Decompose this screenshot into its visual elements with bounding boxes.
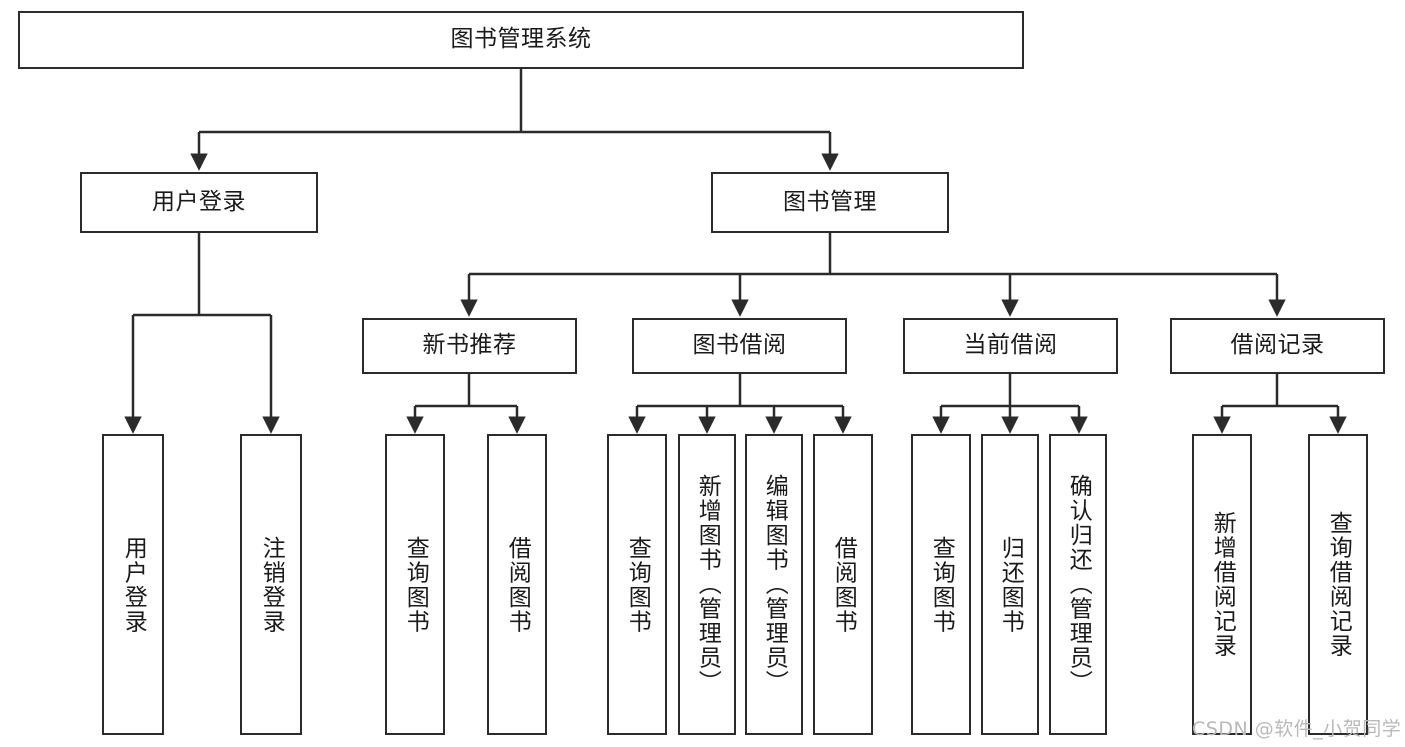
node-leaf-query-record[interactable]: 查询借阅记录 xyxy=(1308,434,1368,735)
node-leaf-add-record[interactable]: 新增借阅记录 xyxy=(1192,434,1252,735)
node-leaf-query-book-3-label: 查询图书 xyxy=(928,535,955,634)
node-leaf-user-login[interactable]: 用户登录 xyxy=(102,434,164,735)
node-root[interactable]: 图书管理系统 xyxy=(18,11,1024,69)
node-leaf-query-book-2[interactable]: 查询图书 xyxy=(607,434,667,735)
node-leaf-borrow-book-2-label: 借阅图书 xyxy=(830,535,857,634)
node-leaf-query-book-2-label: 查询图书 xyxy=(624,535,651,634)
node-leaf-query-book-1[interactable]: 查询图书 xyxy=(385,434,445,735)
node-borrow-record-label: 借阅记录 xyxy=(1230,332,1325,359)
node-leaf-edit-book[interactable]: 编辑图书（管理员） xyxy=(745,434,803,735)
node-book-manage[interactable]: 图书管理 xyxy=(711,172,949,233)
node-leaf-user-logout-label: 注销登录 xyxy=(258,535,285,634)
node-new-book-rec[interactable]: 新书推荐 xyxy=(362,318,577,374)
node-leaf-add-book[interactable]: 新增图书（管理员） xyxy=(678,434,736,735)
node-leaf-query-record-label: 查询借阅记录 xyxy=(1325,511,1352,658)
node-leaf-confirm-return[interactable]: 确认归还（管理员） xyxy=(1049,434,1107,735)
node-leaf-borrow-book-1[interactable]: 借阅图书 xyxy=(487,434,547,735)
node-leaf-return-book-label: 归还图书 xyxy=(997,535,1024,634)
node-leaf-user-logout[interactable]: 注销登录 xyxy=(240,434,302,735)
node-leaf-add-book-label: 新增图书（管理员） xyxy=(694,474,721,695)
node-user-login[interactable]: 用户登录 xyxy=(80,172,318,233)
node-leaf-query-book-3[interactable]: 查询图书 xyxy=(911,434,971,735)
node-leaf-return-book[interactable]: 归还图书 xyxy=(981,434,1039,735)
node-leaf-borrow-book-1-label: 借阅图书 xyxy=(504,535,531,634)
node-book-borrow[interactable]: 图书借阅 xyxy=(632,318,847,374)
node-borrow-record[interactable]: 借阅记录 xyxy=(1170,318,1385,374)
node-leaf-query-book-1-label: 查询图书 xyxy=(402,535,429,634)
node-leaf-confirm-return-label: 确认归还（管理员） xyxy=(1065,474,1092,695)
node-book-borrow-label: 图书借阅 xyxy=(692,332,787,359)
watermark: CSDN @软件_小贺同学 xyxy=(1192,718,1402,740)
node-root-label: 图书管理系统 xyxy=(450,26,592,53)
node-current-borrow[interactable]: 当前借阅 xyxy=(903,318,1118,374)
node-leaf-edit-book-label: 编辑图书（管理员） xyxy=(761,474,788,695)
node-user-login-label: 用户登录 xyxy=(152,188,246,215)
node-leaf-user-login-label: 用户登录 xyxy=(120,535,147,634)
node-new-book-rec-label: 新书推荐 xyxy=(422,332,517,359)
node-book-manage-label: 图书管理 xyxy=(783,188,877,215)
node-leaf-borrow-book-2[interactable]: 借阅图书 xyxy=(813,434,873,735)
node-current-borrow-label: 当前借阅 xyxy=(963,332,1058,359)
node-leaf-add-record-label: 新增借阅记录 xyxy=(1209,511,1236,658)
